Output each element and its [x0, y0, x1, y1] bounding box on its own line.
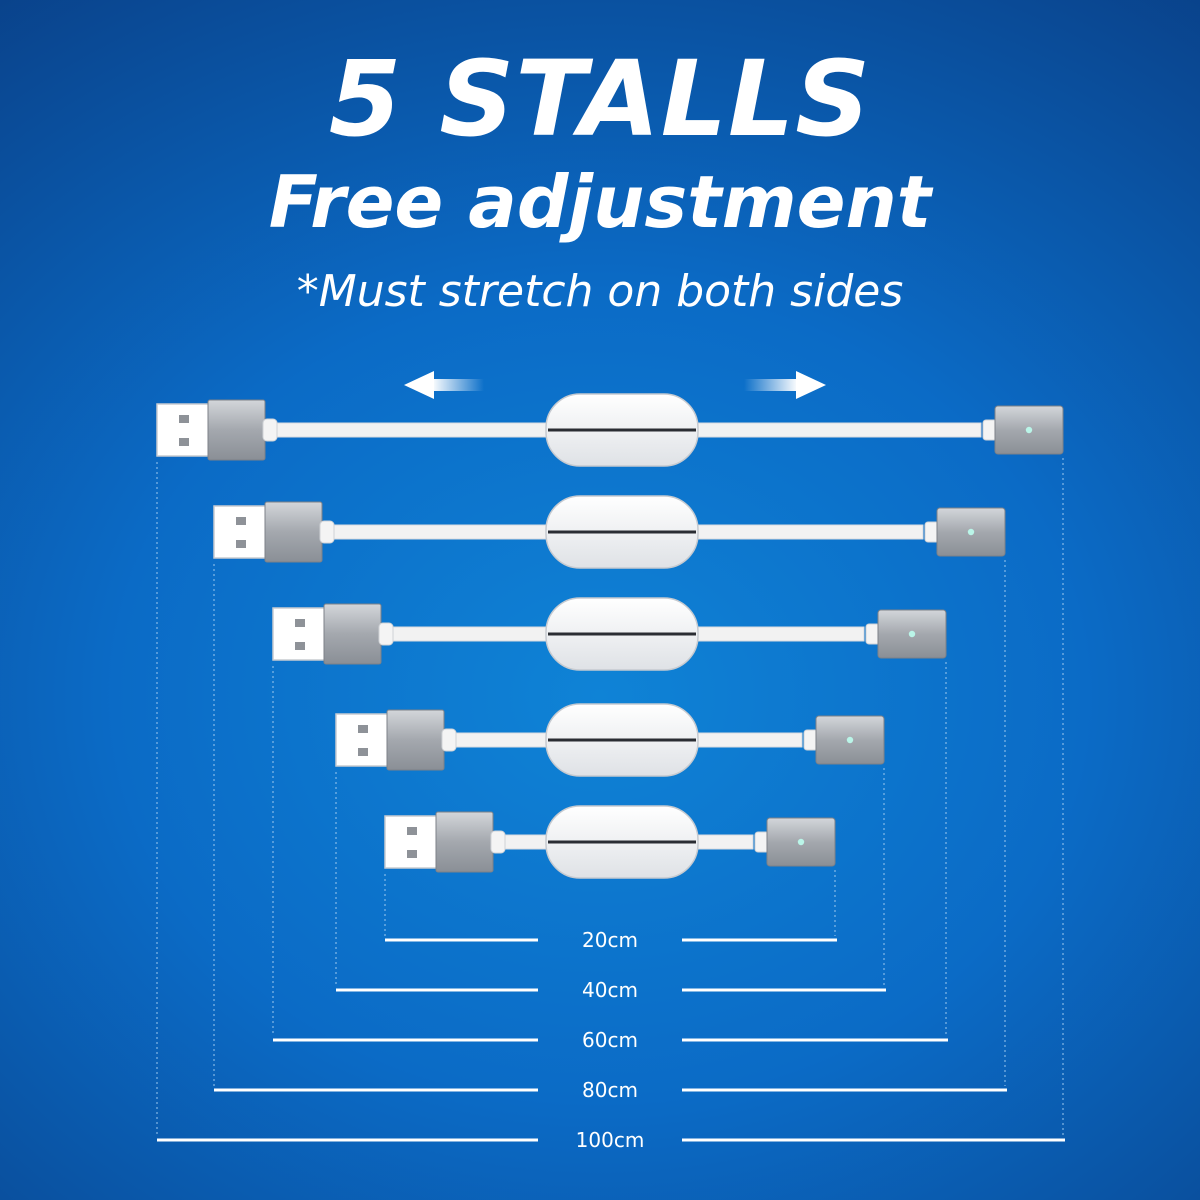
arrow-left-icon: [404, 371, 484, 399]
dimension-line-right: [682, 1088, 1007, 1092]
stretch-note: *Must stretch on both sides: [296, 266, 904, 317]
subheadline: Free adjustment: [268, 160, 932, 244]
cable-set: [156, 393, 1064, 1136]
dimension-line-left: [336, 988, 538, 992]
cable-reel-icon: [545, 805, 699, 879]
usb-a-plug-icon: [384, 811, 506, 873]
cable-stall: [272, 597, 947, 1036]
dimension-line-left: [214, 1088, 538, 1092]
magnetic-connector-icon: [754, 817, 836, 867]
length-label: 100cm: [576, 1128, 645, 1152]
usb-a-plug-icon: [156, 399, 278, 461]
magnetic-connector-icon: [982, 405, 1064, 455]
dimension-line-left: [273, 1038, 538, 1042]
dimension-line-right: [682, 1138, 1065, 1142]
cable-stall: [384, 805, 836, 936]
magnetic-connector-icon: [803, 715, 885, 765]
dimension-line-right: [682, 938, 837, 942]
dimension-line-right: [682, 988, 886, 992]
arrow-right-icon: [744, 371, 826, 399]
headline: 5 STALLS: [328, 38, 872, 160]
cable-reel-icon: [545, 495, 699, 569]
usb-a-plug-icon: [335, 709, 457, 771]
length-label: 80cm: [582, 1078, 638, 1102]
usb-a-plug-icon: [213, 501, 335, 563]
dimension-line-left: [385, 938, 538, 942]
usb-a-plug-icon: [272, 603, 394, 665]
length-label: 40cm: [582, 978, 638, 1002]
magnetic-connector-icon: [924, 507, 1006, 557]
cable-reel-icon: [545, 703, 699, 777]
cable-stall: [156, 393, 1064, 1136]
cable-stall: [335, 703, 885, 986]
length-scale: 20cm 40cm 60cm 80cm 100cm: [157, 928, 1065, 1152]
length-label: 20cm: [582, 928, 638, 952]
cable-reel-icon: [545, 393, 699, 467]
cable-reel-icon: [545, 597, 699, 671]
length-label: 60cm: [582, 1028, 638, 1052]
magnetic-connector-icon: [865, 609, 947, 659]
dimension-line-right: [682, 1038, 948, 1042]
cable-stall: [213, 495, 1006, 1086]
dimension-line-left: [157, 1138, 538, 1142]
